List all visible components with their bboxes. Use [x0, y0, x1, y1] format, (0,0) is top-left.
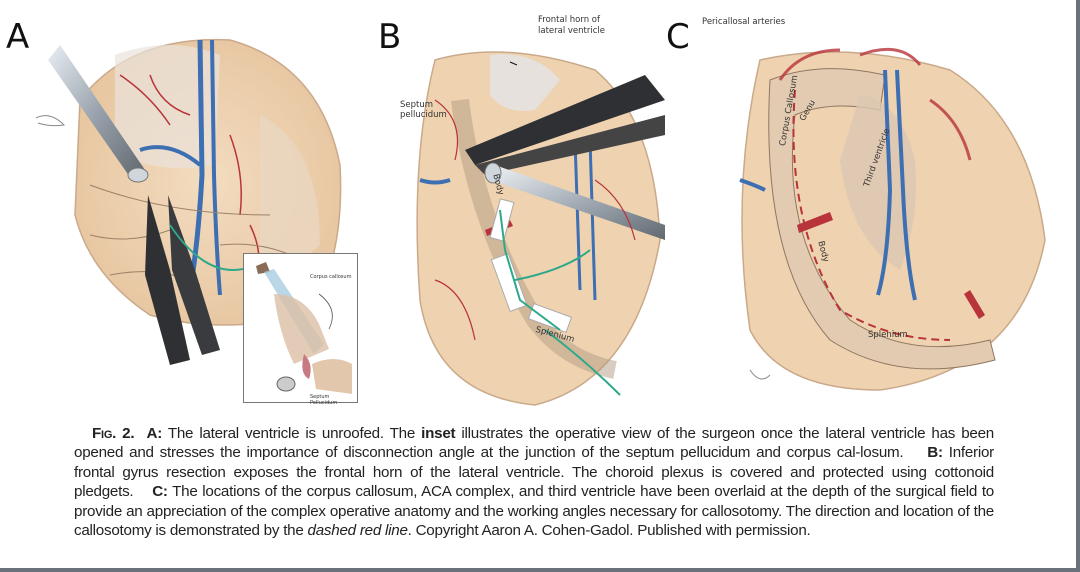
panel-c-illustration: Corpus Callosum Genu Third ventricle Bod… — [700, 40, 1060, 410]
panel-c-label-pericallosal: Pericallosal arteries — [702, 17, 786, 27]
inset-label-septum-pellucidum: Septum Pellucidum — [310, 394, 338, 406]
figure-caption: Fig. 2. A: The lateral ventricle is unro… — [74, 424, 994, 540]
caption-b-text: Inferior frontal gyrus resection exposes… — [74, 444, 994, 501]
caption-a-text-2: illustrates the operative view of the su… — [74, 425, 995, 462]
caption-fig-label: Fig. 2. — [92, 425, 135, 442]
caption-b-label: B: — [927, 444, 943, 462]
panel-b-label-septum-2: pellucidum — [400, 110, 447, 120]
panel-b-label-septum-1: Septum — [400, 100, 434, 110]
page-frame-bottom — [0, 568, 1080, 572]
caption-c-text-1: The locations of the corpus callosum, AC… — [74, 483, 994, 540]
panel-b-label-frontal-horn-1: Frontal horn of — [538, 15, 600, 25]
panel-letter-b: B — [378, 17, 402, 57]
inset-label-corpus-callosum: Corpus callosum — [310, 274, 352, 280]
caption-c-text-2: . Copyright Aaron A. Cohen-Gadol. Publis… — [407, 522, 811, 540]
panel-letter-c: C — [666, 17, 690, 57]
panel-letter-a: A — [6, 17, 30, 57]
caption-c-label: C: — [152, 483, 168, 501]
caption-a-text-1: The lateral ventricle is unroofed. The — [162, 425, 422, 442]
panel-c-label-splenium: Splenium — [868, 330, 908, 340]
panel-b-illustration: Body Splenium — [395, 40, 665, 410]
page-frame-right — [1076, 0, 1080, 572]
inset-operative-view: Corpus callosum Septum Pellucidum — [243, 253, 358, 406]
caption-a-bold: inset — [421, 425, 456, 442]
panel-b-label-frontal-horn-2: lateral ventricle — [538, 26, 605, 36]
caption-a-label: A: — [146, 425, 163, 442]
caption-c-italic: dashed red line — [307, 522, 408, 540]
